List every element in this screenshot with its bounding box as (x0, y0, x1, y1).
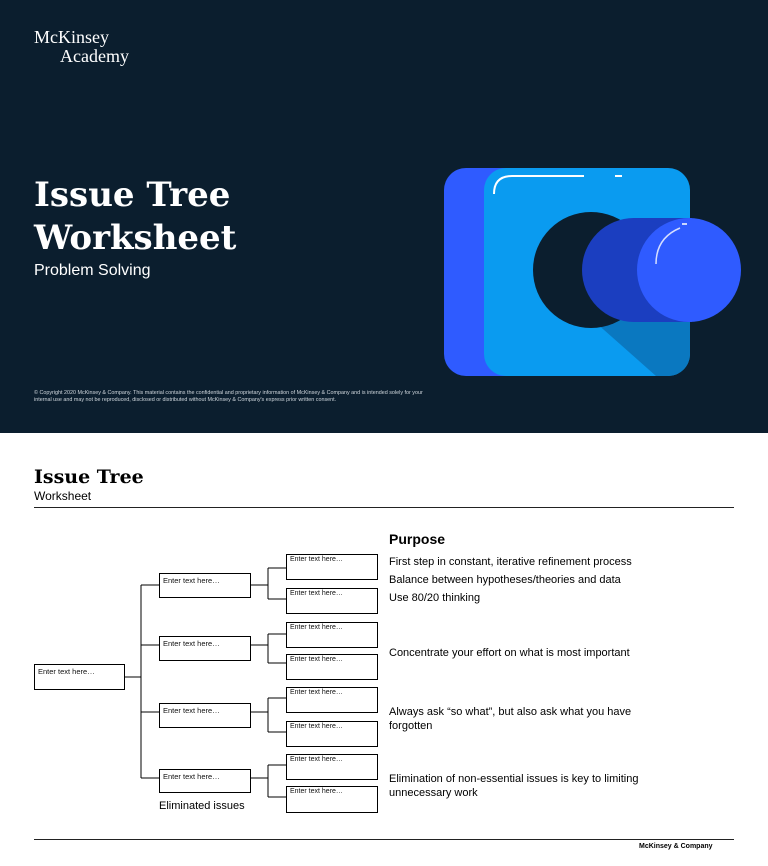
cover-title-line-2: Worksheet (34, 218, 237, 258)
leaf-box-1-1[interactable]: Enter text here… (286, 554, 378, 580)
leaf-box-2-1[interactable]: Enter text here… (286, 622, 378, 648)
purpose-heading: Purpose (389, 531, 446, 547)
logo-line-1: McKinsey (34, 27, 109, 47)
worksheet-subtitle: Worksheet (34, 489, 92, 503)
branch-box-3[interactable]: Enter text here… (159, 703, 251, 728)
footer-divider (34, 839, 734, 840)
copyright-notice: © Copyright 2020 McKinsey & Company. Thi… (34, 390, 423, 403)
cover-title: Issue Tree Worksheet (34, 174, 236, 260)
leaf-box-1-2[interactable]: Enter text here… (286, 588, 378, 614)
cover-slide: McKinsey Academy Issue Tree Worksheet Pr… (0, 0, 768, 433)
eliminated-issues-label: Eliminated issues (159, 800, 245, 812)
purpose-item-3: Use 80/20 thinking (389, 592, 481, 604)
logo-line-2: Academy (60, 46, 129, 66)
leaf-box-4-1[interactable]: Enter text here… (286, 754, 378, 780)
branch-box-1[interactable]: Enter text here… (159, 573, 251, 598)
footer-brand: McKinsey & Company (639, 843, 713, 850)
branch-box-2[interactable]: Enter text here… (159, 636, 251, 661)
leaf-box-3-1[interactable]: Enter text here… (286, 687, 378, 713)
worksheet-title: Issue Tree (34, 466, 144, 488)
worksheet-slide: Issue Tree Worksheet (0, 433, 768, 866)
root-issue-box[interactable]: Enter text here… (34, 664, 125, 690)
header-divider (34, 507, 734, 508)
purpose-item-1: First step in constant, iterative refine… (389, 556, 632, 568)
abstract-shapes-illustration (444, 168, 741, 376)
branch-box-4[interactable]: Enter text here… (159, 769, 251, 793)
mckinsey-academy-logo: McKinsey Academy (34, 28, 129, 66)
tree-connectors (124, 567, 286, 798)
purpose-item-4: Concentrate your effort on what is most … (389, 647, 630, 659)
cover-subtitle: Problem Solving (34, 262, 151, 279)
purpose-item-2: Balance between hypotheses/theories and … (389, 574, 621, 586)
leaf-box-3-2[interactable]: Enter text here… (286, 721, 378, 747)
leaf-box-2-2[interactable]: Enter text here… (286, 654, 378, 680)
purpose-item-6: Elimination of non-essential issues is k… (389, 773, 639, 799)
cover-title-line-1: Issue Tree (34, 175, 231, 215)
leaf-box-4-2[interactable]: Enter text here… (286, 786, 378, 813)
purpose-item-5: Always ask “so what”, but also ask what … (389, 706, 632, 732)
